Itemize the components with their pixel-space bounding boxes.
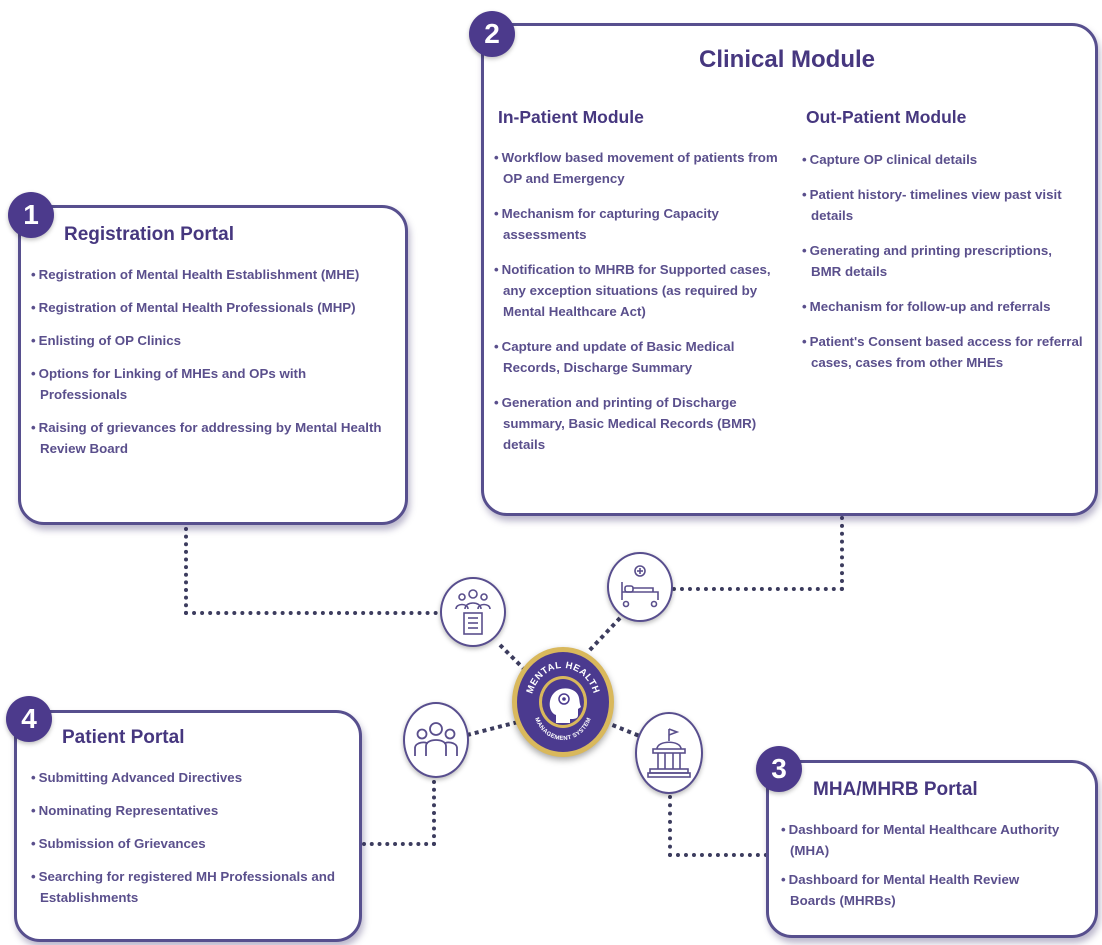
step-number-3: 3 [756, 746, 802, 792]
list-item: Nominating Representatives [31, 800, 351, 821]
mental-health-management-system-badge: MENTAL HEALTH MANAGEMENT SYSTEM [512, 647, 614, 757]
connector-registration-h [184, 611, 446, 615]
list-item: Workflow based movement of patients from… [494, 147, 784, 189]
clinical-module-card: Clinical Module In-Patient Module Workfl… [481, 23, 1098, 516]
connector-patient-v [432, 780, 436, 846]
connector-clinical-v [840, 516, 844, 591]
mha-mhrb-portal-list: Dashboard for Mental Healthcare Authorit… [781, 819, 1091, 911]
clinical-module-title: Clinical Module [699, 46, 876, 73]
hub-inner-circle [539, 676, 587, 728]
list-item: Generation and printing of Discharge sum… [494, 392, 784, 455]
list-item: Raising of grievances for addressing by … [31, 417, 385, 459]
connector-mha-v [668, 795, 672, 857]
list-item: Mechanism for follow-up and referrals [802, 296, 1087, 317]
list-item: Notification to MHRB for Supported cases… [494, 259, 784, 322]
mha-mhrb-portal-title: MHA/MHRB Portal [813, 779, 978, 800]
step-number-2: 2 [469, 11, 515, 57]
doctors-building-icon [440, 577, 506, 647]
hospital-bed-icon [607, 552, 673, 622]
list-item: Options for Linking of MHEs and OPs with… [31, 363, 370, 405]
step-number-4: 4 [6, 696, 52, 742]
registration-portal-title: Registration Portal [64, 224, 234, 245]
list-item: Registration of Mental Health Profession… [31, 297, 399, 318]
registration-portal-card: Registration Portal Registration of Ment… [18, 205, 408, 525]
connector-mha-h [668, 853, 768, 857]
government-building-icon [635, 712, 703, 794]
list-item: Mechanism for capturing Capacity assessm… [494, 203, 784, 245]
people-group-icon [403, 702, 469, 778]
spoke-mha [604, 720, 643, 739]
registration-portal-list: Registration of Mental Health Establishm… [31, 264, 399, 459]
outpatient-module-list: Capture OP clinical details Patient hist… [802, 149, 1087, 373]
list-item: Enlisting of OP Clinics [31, 330, 399, 351]
spoke-patient [466, 720, 519, 737]
step-number-1: 1 [8, 192, 54, 238]
patient-portal-title: Patient Portal [62, 727, 185, 748]
spoke-clinical [586, 616, 622, 654]
list-item: Searching for registered MH Professional… [31, 866, 351, 908]
list-item: Dashboard for Mental Health Review Board… [781, 869, 1065, 911]
list-item: Submission of Grievances [31, 833, 351, 854]
list-item: Generating and printing prescriptions, B… [802, 240, 1076, 282]
list-item: Capture and update of Basic Medical Reco… [494, 336, 784, 378]
list-item: Patient's Consent based access for refer… [802, 331, 1091, 373]
patient-portal-list: Submitting Advanced Directives Nominatin… [31, 767, 351, 908]
inpatient-module-title: In-Patient Module [498, 107, 644, 127]
outpatient-module-title: Out-Patient Module [806, 107, 967, 127]
connector-registration-v [184, 527, 188, 615]
list-item: Registration of Mental Health Establishm… [31, 264, 399, 285]
list-item: Capture OP clinical details [802, 149, 1087, 170]
connector-patient-h [362, 842, 436, 846]
mha-mhrb-portal-card: MHA/MHRB Portal Dashboard for Mental Hea… [766, 760, 1098, 938]
list-item: Patient history- timelines view past vis… [802, 184, 1073, 226]
inpatient-module-list: Workflow based movement of patients from… [494, 147, 784, 455]
list-item: Dashboard for Mental Healthcare Authorit… [781, 819, 1091, 861]
patient-portal-card: Patient Portal Submitting Advanced Direc… [14, 710, 362, 942]
list-item: Submitting Advanced Directives [31, 767, 351, 788]
head-brain-icon [549, 688, 581, 723]
connector-clinical-h [672, 587, 844, 591]
